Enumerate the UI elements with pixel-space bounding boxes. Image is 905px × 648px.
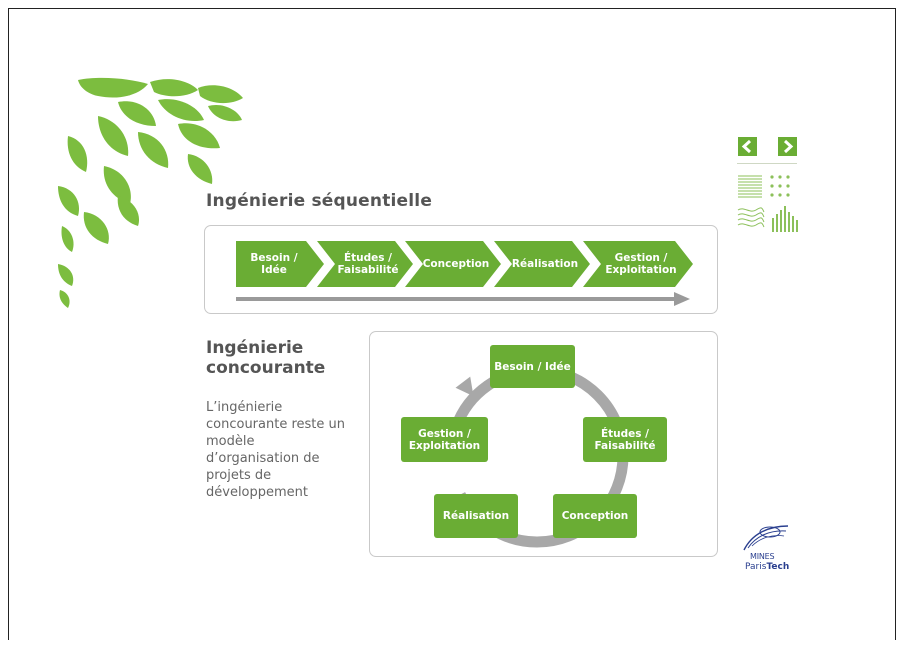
concurrent-title-line2: concourante (206, 358, 326, 378)
logo-text-paristech: ParisTech (745, 562, 789, 572)
cycle-step-besoin: Besoin / Idée (490, 345, 575, 388)
seq-step-label: Besoin / Idée (250, 252, 298, 276)
cycle-step-label: Exploitation (408, 439, 481, 452)
chevron-left-icon (741, 139, 752, 154)
leaf-decoration (58, 77, 243, 308)
cycle-step-label: Gestion / (418, 427, 471, 440)
cycle-step-conception: Conception (553, 494, 637, 538)
cycle-step-label: Faisabilité (594, 439, 656, 452)
seq-step-label: Gestion / (614, 252, 668, 264)
cycle-step-label: Besoin / Idée (494, 360, 571, 373)
previous-button[interactable] (738, 137, 757, 156)
seq-step-label: Conception (422, 258, 490, 270)
seq-step-label: Études / (343, 252, 393, 264)
logo-text-paris: Paris (745, 562, 767, 572)
logo-text-mines: MINES (750, 552, 775, 561)
seq-step-gestion: Gestion /Exploitation (583, 241, 693, 287)
thumbnail-icon (737, 175, 798, 232)
cycle-step-label: Études / (600, 427, 650, 440)
concurrent-title: Ingénierie concourante (206, 338, 325, 378)
cycle-step-gestion: Gestion /Exploitation (401, 417, 488, 462)
seq-step-label: Exploitation (605, 264, 677, 276)
seq-step-label: Faisabilité (337, 264, 399, 276)
cycle-step-label: Conception (561, 510, 629, 522)
cycle-step-etudes: Études /Faisabilité (583, 417, 667, 462)
next-button[interactable] (778, 137, 797, 156)
cycle-step-label: Réalisation (442, 510, 510, 522)
concurrent-description: L’ingénierie concourante reste un modèle… (206, 400, 345, 500)
sequence-arrow (236, 292, 690, 306)
mines-paristech-logo (743, 525, 789, 551)
logo-text-tech: Tech (766, 562, 790, 572)
seq-step-besoin: Besoin / Idée (236, 241, 324, 287)
page-frame (8, 8, 896, 640)
seq-step-label: Réalisation (511, 258, 579, 270)
chevron-right-icon (783, 139, 794, 154)
cycle-step-realisation: Réalisation (434, 494, 518, 538)
concurrent-title-line1: Ingénierie (206, 338, 304, 358)
nav-divider (737, 163, 797, 164)
sequential-title: Ingénierie séquentielle (206, 191, 433, 211)
